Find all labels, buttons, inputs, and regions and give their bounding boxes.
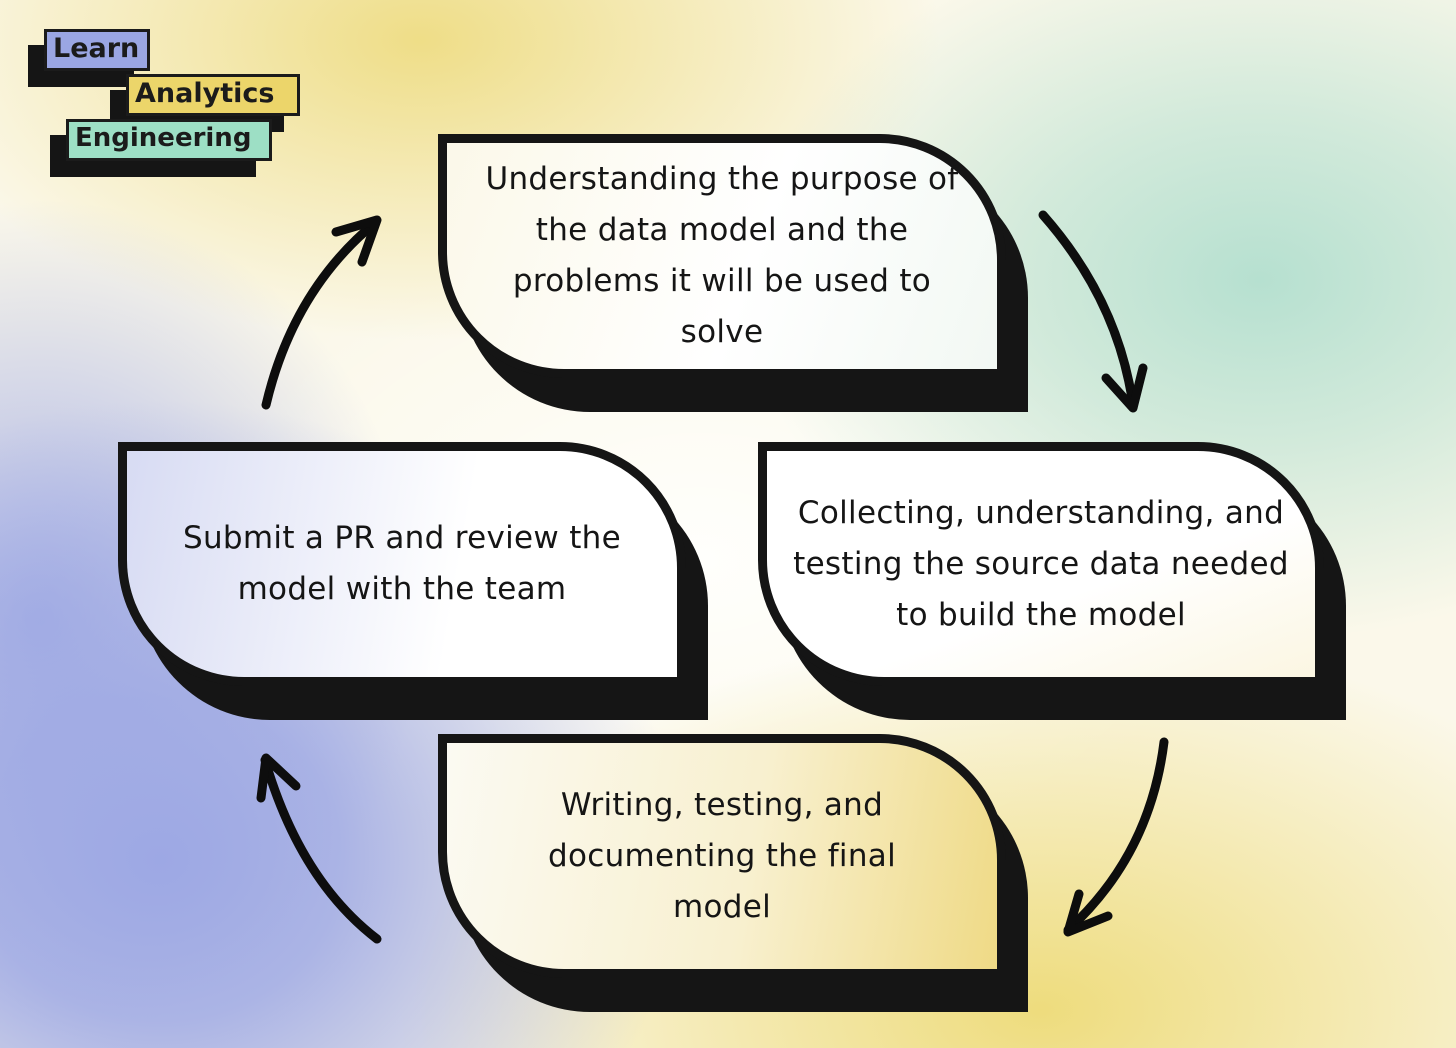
step-card: Collecting, understanding, and testing t…	[758, 442, 1324, 686]
step-card: Understanding the purpose of the data mo…	[438, 134, 1006, 378]
step-understand-purpose: Understanding the purpose of the data mo…	[438, 134, 1028, 412]
step-collect-source-data: Collecting, understanding, and testing t…	[758, 442, 1346, 720]
logo-learn-tag: Learn	[44, 29, 150, 71]
step-card: Writing, testing, and documenting the fi…	[438, 734, 1006, 978]
logo-analytics-tag: Analytics	[126, 74, 300, 116]
step-write-test-document: Writing, testing, and documenting the fi…	[438, 734, 1028, 1012]
step-label: Collecting, understanding, and testing t…	[793, 494, 1289, 633]
logo-engineering-tag: Engineering	[66, 119, 272, 161]
step-submit-pr: Submit a PR and review the model with th…	[118, 442, 708, 720]
step-label: Writing, testing, and documenting the fi…	[547, 786, 896, 925]
step-label: Understanding the purpose of the data mo…	[485, 161, 959, 350]
step-label: Submit a PR and review the model with th…	[183, 520, 621, 607]
step-card: Submit a PR and review the model with th…	[118, 442, 686, 686]
